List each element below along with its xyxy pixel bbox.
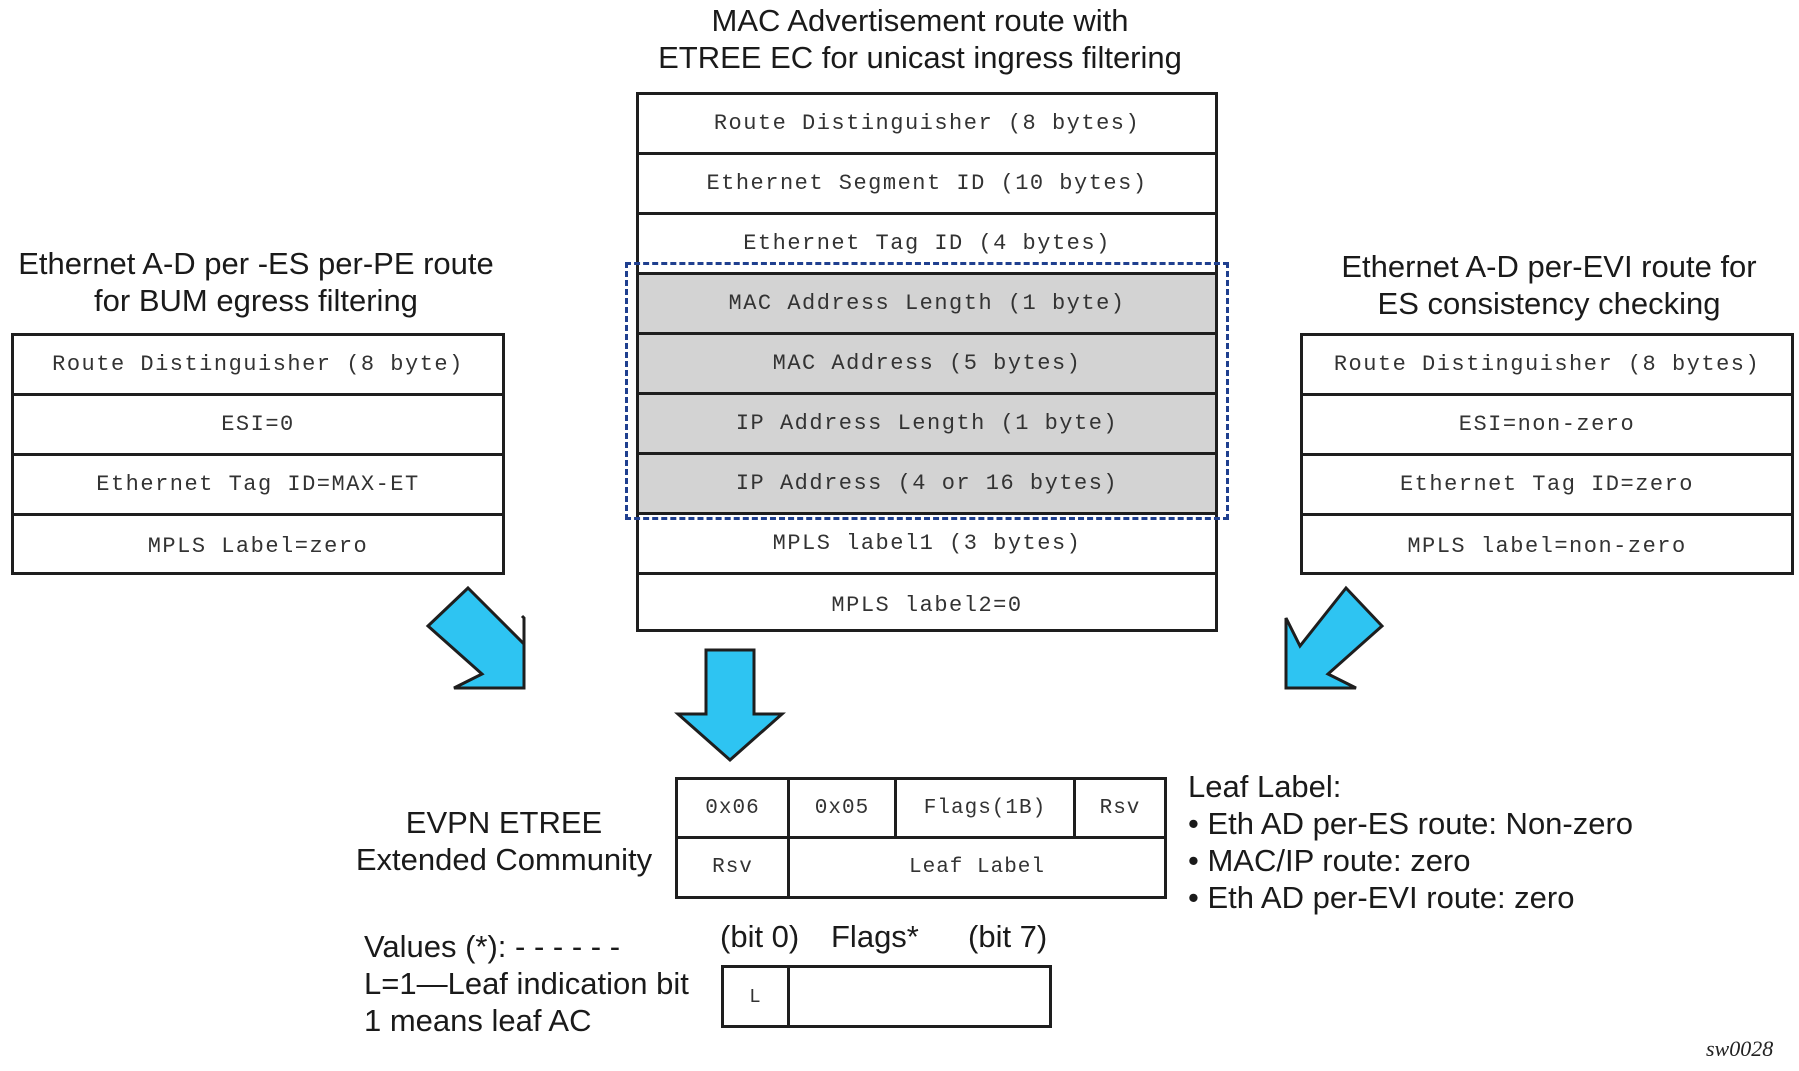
community-leaf-label-cell: Leaf Label	[908, 856, 1046, 879]
flags-leaf-bit-cell: L	[724, 968, 790, 1025]
evi-route-title: Ethernet A-D per-EVI route for ES consis…	[1302, 248, 1796, 322]
community-flags-cell: Flags(1B)	[897, 780, 1076, 839]
values-line: Values (*): - - - - - -	[364, 929, 621, 964]
es-route-title: Ethernet A-D per -ES per-PE route for BU…	[0, 245, 512, 319]
flags-remaining-bits-cell	[790, 968, 1049, 1025]
evi-route-row: Ethernet Tag ID=zero	[1303, 456, 1791, 516]
leaf-label-notes: Leaf Label: Eth AD per-ES route: Non-zer…	[1188, 768, 1633, 916]
mac-route-row-highlighted: MAC Address Length (1 byte)	[639, 275, 1215, 335]
es-route-row: MPLS Label=zero	[147, 533, 369, 559]
community-reserved-cell: Rsv	[1076, 780, 1164, 839]
etree-community-table: 0x06 0x05 Flags(1B) Rsv Rsv Leaf Label	[675, 777, 1167, 899]
mac-route-title-line-2: ETREE EC for unicast ingress filtering	[658, 40, 1182, 75]
arrow-down-icon	[674, 648, 786, 763]
community-subtype-cell: 0x05	[790, 780, 897, 839]
evi-route-title-line-2: ES consistency checking	[1377, 286, 1721, 321]
mac-route-row: Ethernet Tag ID (4 bytes)	[639, 215, 1215, 275]
evi-route-row: MPLS label=non-zero	[1407, 533, 1687, 559]
leaf-label-item: Eth AD per-EVI route: zero	[1188, 879, 1633, 916]
etree-community-label-line-1: EVPN ETREE	[405, 805, 603, 840]
mac-route-row: Route Distinguisher (8 bytes)	[639, 95, 1215, 155]
mac-route-row: MPLS label2=0	[831, 592, 1023, 618]
evi-route-row: Route Distinguisher (8 bytes)	[1303, 336, 1791, 396]
mac-route-row-highlighted: MAC Address (5 bytes)	[639, 335, 1215, 395]
figure-id-tag: sw0028	[1706, 1036, 1774, 1061]
arrow-down-right-icon	[425, 585, 526, 690]
evi-route-title-line-1: Ethernet A-D per-EVI route for	[1341, 249, 1757, 284]
es-route-row: ESI=0	[14, 396, 502, 456]
flags-bit0-label: (bit 0)	[720, 919, 800, 954]
evi-route-row: ESI=non-zero	[1303, 396, 1791, 456]
values-line: L=1—Leaf indication bit	[364, 966, 689, 1001]
leaf-label-heading: Leaf Label:	[1188, 769, 1342, 804]
mac-route-row-highlighted: IP Address (4 or 16 bytes)	[639, 455, 1215, 515]
mac-route-title-line-1: MAC Advertisement route with	[711, 3, 1129, 38]
mac-route-row: MPLS label1 (3 bytes)	[639, 515, 1215, 575]
flags-label: Flags*	[831, 919, 919, 954]
es-route-box: Route Distinguisher (8 byte) ESI=0 Ether…	[11, 333, 505, 575]
es-route-row: Ethernet Tag ID=MAX-ET	[14, 456, 502, 516]
flags-field-box: L	[721, 965, 1052, 1028]
leaf-label-item: Eth AD per-ES route: Non-zero	[1188, 805, 1633, 842]
es-route-title-line-1: Ethernet A-D per -ES per-PE route	[18, 246, 494, 281]
mac-route-row: Ethernet Segment ID (10 bytes)	[639, 155, 1215, 215]
mac-route-box: Route Distinguisher (8 bytes) Ethernet S…	[636, 92, 1218, 632]
es-route-row: Route Distinguisher (8 byte)	[14, 336, 502, 396]
evi-route-box: Route Distinguisher (8 bytes) ESI=non-ze…	[1300, 333, 1794, 575]
mac-route-title: MAC Advertisement route with ETREE EC fo…	[530, 2, 1310, 76]
values-notes: Values (*): - - - - - - L=1—Leaf indicat…	[364, 928, 689, 1039]
etree-community-label-line-2: Extended Community	[355, 842, 653, 877]
community-type-cell: 0x06	[678, 780, 790, 839]
mac-route-row-highlighted: IP Address Length (1 byte)	[639, 395, 1215, 455]
leaf-label-item: MAC/IP route: zero	[1188, 842, 1633, 879]
es-route-title-line-2: for BUM egress filtering	[94, 283, 418, 318]
values-line: 1 means leaf AC	[364, 1003, 592, 1038]
etree-community-label: EVPN ETREE Extended Community	[346, 804, 662, 878]
arrow-down-left-icon	[1284, 585, 1385, 690]
flags-bit7-label: (bit 7)	[968, 919, 1048, 954]
community-reserved-cell-2: Rsv	[678, 839, 790, 896]
